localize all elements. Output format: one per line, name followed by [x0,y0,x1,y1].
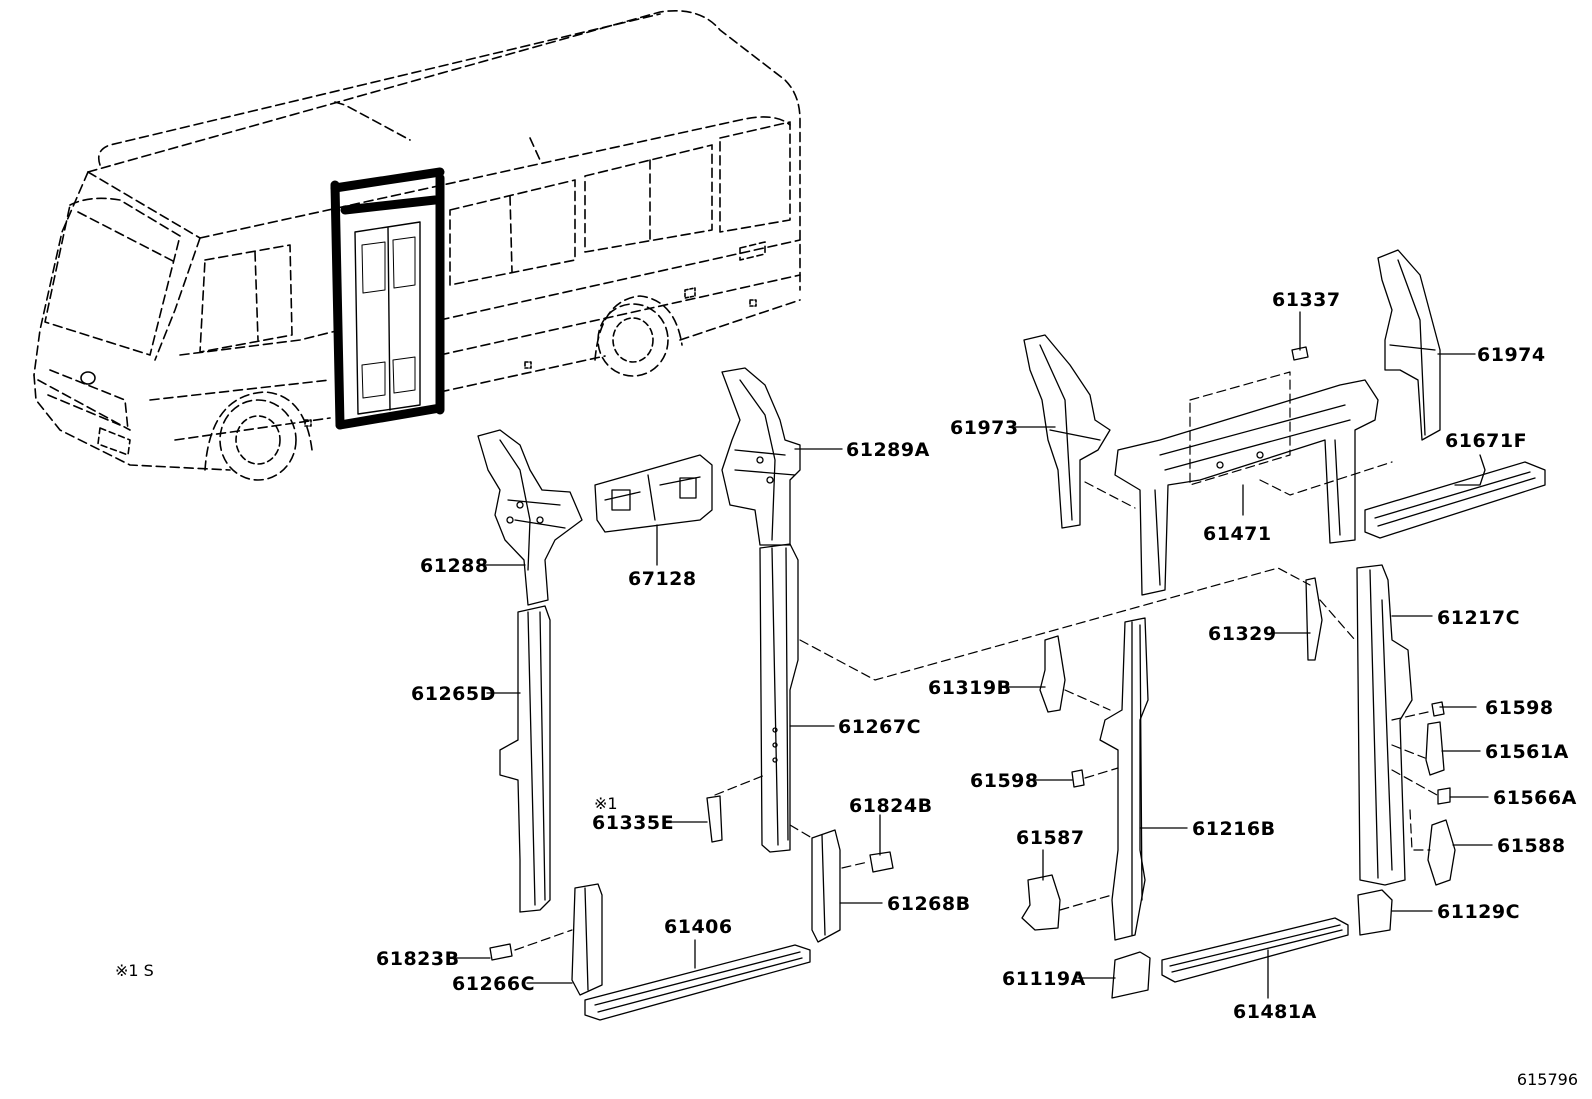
part-label-61598-upper[interactable]: 61598 [1485,697,1554,719]
part-label-61319b[interactable]: 61319B [928,677,1012,699]
diagram-id: 615796 [1516,1070,1578,1089]
part-label-61217c[interactable]: 61217C [1437,607,1521,629]
part-label-61129c[interactable]: 61129C [1437,901,1521,923]
part-label-61974[interactable]: 61974 [1477,344,1546,366]
part-label-61119a[interactable]: 61119A [1002,968,1086,990]
part-label-61266c[interactable]: 61266C [452,973,536,995]
part-label-61289a[interactable]: 61289A [846,439,930,461]
part-label-61973[interactable]: 61973 [950,417,1019,439]
part-label-61598-lower[interactable]: 61598 [970,770,1039,792]
part-label-61471[interactable]: 61471 [1203,523,1272,545]
part-label-61329[interactable]: 61329 [1208,623,1277,645]
note-marker: ※1 [594,794,618,813]
part-label-61406[interactable]: 61406 [664,916,733,938]
leader-lines [449,311,1493,999]
note-legend: ※1 S [115,961,154,980]
part-label-61566a[interactable]: 61566A [1493,787,1577,809]
part-label-61216b[interactable]: 61216B [1192,818,1276,840]
part-label-61671f[interactable]: 61671F [1445,430,1528,452]
part-label-61588[interactable]: 61588 [1497,835,1566,857]
part-label-61337[interactable]: 61337 [1272,289,1341,311]
assembly-lines [514,371,1438,951]
part-label-61561a[interactable]: 61561A [1485,741,1569,763]
part-label-61267c[interactable]: 61267C [838,716,922,738]
part-label-61823b[interactable]: 61823B [376,948,460,970]
part-label-61824b[interactable]: 61824B [849,795,933,817]
part-label-61587[interactable]: 61587 [1016,827,1085,849]
part-label-61481a[interactable]: 61481A [1233,1001,1317,1023]
part-label-67128[interactable]: 67128 [628,568,697,590]
part-label-61265d[interactable]: 61265D [411,683,496,705]
bus-illustration [33,10,801,481]
part-label-61288[interactable]: 61288 [420,555,489,577]
part-label-61268b[interactable]: 61268B [887,893,971,915]
parts-drawings [477,249,1546,1021]
part-label-61335e[interactable]: 61335E [592,812,675,834]
